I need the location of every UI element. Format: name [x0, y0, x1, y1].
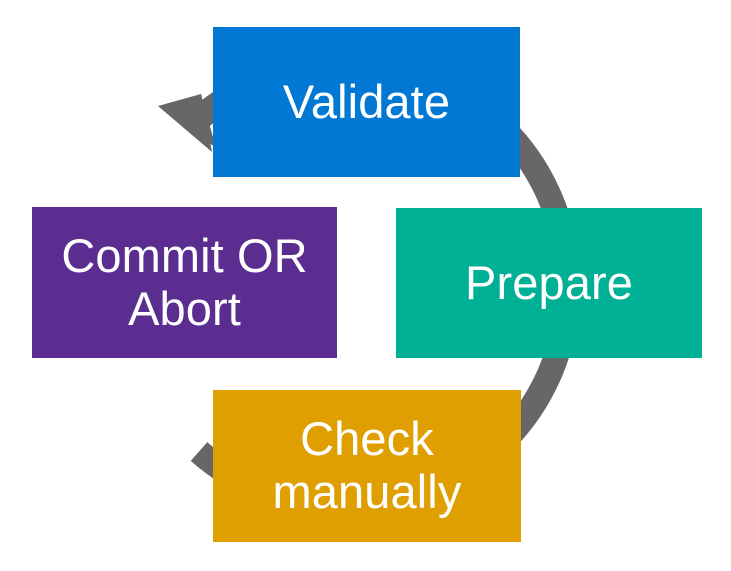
cycle-node-prepare[interactable]: Prepare — [396, 208, 702, 358]
cycle-node-check-manually-label: Check manually — [272, 412, 462, 518]
cycle-node-commit-or-abort[interactable]: Commit OR Abort — [32, 207, 337, 358]
cycle-node-validate[interactable]: Validate — [213, 27, 520, 177]
cycle-node-prepare-label: Prepare — [465, 255, 633, 309]
cycle-arrowhead-fill — [185, 94, 216, 148]
cycle-node-validate-label: Validate — [282, 74, 451, 128]
cycle-node-commit-or-abort-label: Commit OR Abort — [61, 228, 308, 335]
cycle-node-check-manually[interactable]: Check manually — [213, 390, 521, 542]
